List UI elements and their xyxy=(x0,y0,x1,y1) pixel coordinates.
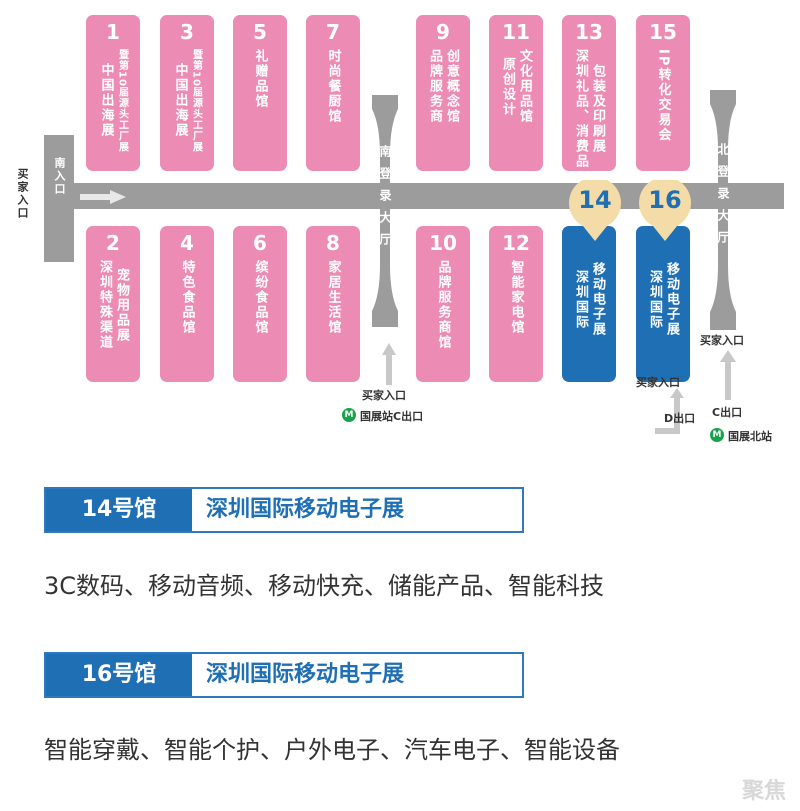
hall-label: 原创设计 xyxy=(500,56,515,117)
section-16-header: 16号馆 深圳国际移动电子展 xyxy=(44,652,524,698)
section-16-description: 智能穿戴、智能个护、户外电子、汽车电子、智能设备 xyxy=(44,736,620,764)
buyer-entrance-west: 买家入口 xyxy=(16,168,29,220)
hall-number: 7 xyxy=(326,20,340,44)
buyer-entrance-d-label: 买家入口 xyxy=(636,376,680,389)
bottom-hall-16: 16移动电子展深圳国际 xyxy=(636,226,690,382)
badge-16-number: 16 xyxy=(648,186,682,214)
hall-number: 5 xyxy=(253,20,267,44)
top-hall-13: 13 包装及印刷展深圳礼品、消费品 xyxy=(562,15,616,171)
hall-number: 1 xyxy=(106,20,120,44)
hall-label: 暨第10届源头工厂展 xyxy=(116,49,128,153)
hall-label: 品牌服务商馆 xyxy=(435,260,451,350)
bottom-hall-6: 6 缤纷食品馆 xyxy=(233,226,287,382)
hall-label: 文化用品馆 xyxy=(517,49,532,124)
top-hall-3: 3 暨第10届源头工厂展中国出海展 xyxy=(160,15,214,171)
hall-label: 礼赠品馆 xyxy=(252,49,268,109)
hall-label: 移动电子展 xyxy=(590,262,605,337)
metro-c-exit-label: 国展站C出口 xyxy=(360,410,424,423)
watermark: 聚焦 xyxy=(741,779,786,804)
hall-number: 4 xyxy=(180,231,194,255)
section-14-number: 14号馆 xyxy=(46,489,192,531)
metro-icon-north: M xyxy=(710,428,724,442)
hall-label: 时尚餐厨馆 xyxy=(325,49,341,124)
hall-label: 智能家电馆 xyxy=(508,260,524,335)
hall-label: 暨第10届源头工厂展 xyxy=(190,49,202,153)
d-exit-arrow-icon xyxy=(655,388,684,434)
bottom-hall-2: 2 宠物用品展深圳特殊渠道 xyxy=(86,226,140,382)
hall-label: 深圳国际 xyxy=(647,269,662,330)
c-exit-label: C出口 xyxy=(712,406,743,419)
hall-number: 10 xyxy=(429,231,457,255)
badge-14-shape xyxy=(569,180,621,241)
hall-label: 深圳礼品、消费品 xyxy=(573,49,588,169)
hall-label: 缤纷食品馆 xyxy=(252,260,268,335)
hall-label: 品牌服务商 xyxy=(427,49,442,124)
south-lobby-shape xyxy=(372,95,398,327)
north-lobby-shape xyxy=(710,90,736,330)
bottom-hall-12: 12 智能家电馆 xyxy=(489,226,543,382)
south-entrance-wedge xyxy=(44,135,74,183)
badge-16-shape xyxy=(639,180,691,241)
corridor-arrow-icon xyxy=(80,190,126,204)
hall-number: 15 xyxy=(649,20,677,44)
hall-label: IP转化交易会 xyxy=(655,49,671,143)
south-entrance-label: 南入口 xyxy=(53,157,66,196)
hall-number: 9 xyxy=(436,20,450,44)
top-hall-11: 11 文化用品馆原创设计 xyxy=(489,15,543,171)
d-exit-label: D出口 xyxy=(664,412,696,425)
south-entrance-arrow-icon xyxy=(382,343,396,385)
section-14-description: 3C数码、移动音频、移动快充、储能产品、智能科技 xyxy=(44,572,605,600)
hall-label: 中国出海展 xyxy=(98,63,114,139)
section-16-number: 16号馆 xyxy=(46,654,192,696)
hall-number: 2 xyxy=(106,231,120,255)
hall-label: 深圳国际 xyxy=(573,269,588,330)
top-hall-5: 5 礼赠品馆 xyxy=(233,15,287,171)
buyer-entrance-south-label: 买家入口 xyxy=(362,389,406,402)
hall-number: 12 xyxy=(502,231,530,255)
hall-label: 家居生活馆 xyxy=(325,260,341,335)
section-14-header: 14号馆 深圳国际移动电子展 xyxy=(44,487,524,533)
hall-label: 深圳特殊渠道 xyxy=(97,260,112,350)
south-lobby-label: 南登录大厅 xyxy=(378,145,392,255)
hall-label: 移动电子展 xyxy=(664,262,679,337)
section-16-title: 深圳国际移动电子展 xyxy=(206,662,405,687)
top-hall-7: 7 时尚餐厨馆 xyxy=(306,15,360,171)
hall-number: 3 xyxy=(180,20,194,44)
bottom-hall-8: 8 家居生活馆 xyxy=(306,226,360,382)
section-14-title: 深圳国际移动电子展 xyxy=(206,497,405,522)
hall-label: 创意概念馆 xyxy=(444,49,459,124)
buyer-entrance-north-label: 买家入口 xyxy=(700,334,744,347)
bottom-hall-4: 4 特色食品馆 xyxy=(160,226,214,382)
bottom-hall-10: 10 品牌服务商馆 xyxy=(416,226,470,382)
metro-north-label: 国展北站 xyxy=(728,430,772,443)
bottom-hall-14: 14移动电子展深圳国际 xyxy=(562,226,616,382)
hall-label: 特色食品馆 xyxy=(179,260,195,335)
hall-label: 宠物用品展 xyxy=(114,267,129,343)
top-hall-9: 9 创意概念馆品牌服务商 xyxy=(416,15,470,171)
hall-number: 6 xyxy=(253,231,267,255)
metro-icon: M xyxy=(342,408,356,422)
top-hall-1: 1 暨第10届源头工厂展中国出海展 xyxy=(86,15,140,171)
hall-label: 中国出海展 xyxy=(172,63,188,139)
hall-number: 13 xyxy=(575,20,603,44)
north-entrance-arrow-icon xyxy=(720,350,736,400)
north-lobby-label: 北登录大厅 xyxy=(716,143,730,253)
badge-14-number: 14 xyxy=(578,186,612,214)
hall-label: 包装及印刷展 xyxy=(590,64,605,154)
hall-number: 11 xyxy=(502,20,530,44)
hall-number: 8 xyxy=(326,231,340,255)
